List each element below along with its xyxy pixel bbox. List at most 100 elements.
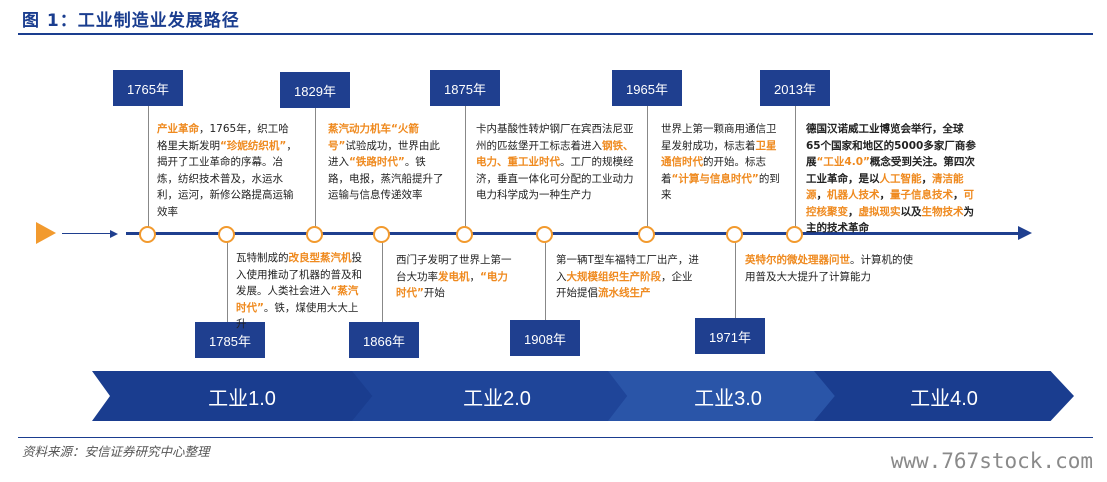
event-note: 世界上第一颗商用通信卫星发射成功，标志着卫星通信时代的开始。标志着“计算与信息时… [661, 121, 783, 204]
body-text: 投入使用推动了机器的普及和发展。人类社会进入 [236, 252, 362, 297]
highlight-text: 机器人技术 [827, 189, 880, 201]
body-text: 。铁路，电报，蒸汽船提升了运输与信息传递效率 [328, 156, 444, 201]
highlight-text: 产业革命 [157, 123, 199, 135]
body-text: 为主的技术革命 [806, 205, 974, 235]
body-text: 世界上第一颗商用通信卫星发射成功，标志着 [661, 123, 777, 152]
source-note: 资料来源：安信证券研究中心整理 [22, 444, 210, 459]
body-text: 瓦特制成的 [236, 252, 289, 264]
timeline-node [218, 226, 235, 243]
body-text: 概念受到关注。第四次工业革命，是以 [806, 156, 975, 185]
highlight-text: 改良型蒸汽机 [288, 252, 352, 264]
highlight-text: 虚拟现实 [858, 205, 901, 218]
highlight-text: 钢铁、电力、重工业时代 [476, 139, 634, 169]
body-text: 。铁，煤使用大大上升 [236, 301, 359, 331]
timeline-node [456, 226, 473, 243]
event-note: 第一辆T型车福特工厂出产，进入大规模组织生产阶段，企业开始提倡流水线生产 [556, 252, 702, 302]
body-text: 西门子发明了世界上第一台大功率 [396, 254, 512, 283]
source-rule [18, 437, 1093, 438]
highlight-text: 清洁能源 [806, 172, 964, 202]
timeline-arrowhead-icon [1018, 226, 1032, 240]
year-label: 1765年 [113, 70, 183, 106]
year-label: 1908年 [510, 320, 580, 356]
era-label: 工业4.0 [910, 387, 978, 410]
connector-line [647, 88, 648, 234]
body-text: 开始 [423, 287, 445, 299]
connector-line [465, 88, 466, 234]
connector-line [315, 88, 316, 234]
start-arrow-line [62, 233, 112, 234]
era-label: 工业3.0 [694, 387, 762, 410]
era-chevron: 工业1.0 [92, 371, 392, 421]
era-chevron: 工业2.0 [352, 371, 642, 421]
event-note: 西门子发明了世界上第一台大功率发电机，“电力时代”开始 [396, 252, 516, 302]
era-chevron: 工业3.0 [608, 371, 848, 421]
body-text: 卡内基酸性转炉钢厂在宾西法尼亚州的匹兹堡开工标志着进入 [476, 123, 634, 152]
body-text: 。计算机的使用普及大大提升了计算能力 [745, 254, 913, 283]
event-note: 瓦特制成的改良型蒸汽机投入使用推动了机器的普及和发展。人类社会进入“蒸汽时代”。… [236, 250, 368, 333]
body-text: ， [921, 172, 933, 185]
highlight-text: “铁路时代” [349, 156, 405, 168]
era-chevron: 工业4.0 [814, 371, 1074, 421]
body-text: 。工厂的规模经济，垂直一体化可分配的工业动力电力科学成为一种生产力 [476, 156, 634, 201]
highlight-text: “蒸汽时代” [236, 285, 359, 314]
connector-line [795, 88, 796, 234]
body-text: ，企业开始提倡 [556, 270, 693, 300]
body-text: 的开始。标志着 [661, 156, 766, 185]
connector-line [227, 234, 228, 322]
highlight-text: 可控核聚变 [806, 189, 974, 218]
event-note: 蒸汽动力机车“火箭号”试验成功，世界由此进入“铁路时代”。铁路，电报，蒸汽船提升… [328, 121, 446, 204]
connector-line [148, 88, 149, 234]
highlight-text: 英特尔的微处理器问世 [745, 254, 850, 266]
body-text: 试验成功，世界由此进入 [328, 139, 440, 169]
year-label: 1965年 [612, 70, 682, 106]
year-label: 1875年 [430, 70, 500, 106]
year-label: 1866年 [349, 322, 419, 358]
start-triangle-icon [36, 222, 56, 244]
body-text: 德国汉诺威工业博览会举行，全球65个国家和地区的5000多家厂商参展 [806, 123, 976, 168]
highlight-text: 蒸汽动力机车“火箭号” [328, 123, 419, 152]
highlight-text: 卫星通信时代 [661, 139, 777, 169]
body-text: ， [848, 205, 859, 218]
timeline-node [306, 226, 323, 243]
highlight-text: “计算与信息时代” [671, 172, 759, 185]
era-label: 工业2.0 [463, 387, 531, 410]
body-text: ， [953, 189, 964, 201]
body-text: ， [469, 270, 481, 283]
watermark: www.767stock.com [890, 449, 1093, 473]
highlight-text: “珍妮纺织机” [220, 139, 287, 152]
timeline-node [536, 226, 553, 243]
highlight-text: 生物技术 [921, 205, 964, 218]
event-note: 产业革命，1765年，织工哈格里夫斯发明“珍妮纺织机”，揭开了工业革命的序幕。冶… [157, 121, 299, 220]
figure-title: 图 1：工业制造业发展路径 [22, 11, 240, 31]
highlight-text: 发电机 [438, 270, 470, 283]
highlight-text: 大规模组织生产阶段 [566, 270, 662, 283]
body-text: 第一辆T型车福特工厂出产，进入 [556, 254, 699, 283]
body-text: ，揭开了工业革命的序幕。冶炼，纺织技术普及，水运水利，运河，新修公路提高运输效率 [157, 139, 297, 218]
highlight-text: 流水线生产 [598, 287, 651, 299]
connector-line [382, 234, 383, 322]
body-text: ， [816, 189, 828, 201]
body-text: ， [879, 189, 891, 201]
timeline-node [786, 226, 803, 243]
timeline-axis [126, 232, 1022, 235]
highlight-text: 人工智能 [879, 172, 922, 185]
year-label: 1829年 [280, 72, 350, 108]
body-text: 的到来 [661, 172, 780, 202]
highlight-text: “电力时代” [396, 270, 508, 300]
year-label: 2013年 [760, 70, 830, 106]
highlight-text: 量子信息技术 [890, 189, 953, 201]
event-note: 英特尔的微处理器问世。计算机的使用普及大大提升了计算能力 [745, 252, 917, 285]
era-label: 工业1.0 [208, 387, 276, 410]
timeline-node [638, 226, 655, 243]
body-text: ，1765年，织工哈格里夫斯发明 [157, 123, 289, 152]
timeline-node [373, 226, 390, 243]
year-label: 1785年 [195, 322, 265, 358]
connector-line [735, 234, 736, 318]
connector-line [545, 234, 546, 322]
event-note: 卡内基酸性转炉钢厂在宾西法尼亚州的匹兹堡开工标志着进入钢铁、电力、重工业时代。工… [476, 121, 634, 204]
timeline-node [726, 226, 743, 243]
year-label: 1971年 [695, 318, 765, 354]
start-arrowhead-icon [110, 230, 118, 238]
body-text: 以及 [900, 205, 922, 218]
event-note: 德国汉诺威工业博览会举行，全球65个国家和地区的5000多家厂商参展“工业4.0… [806, 121, 978, 237]
